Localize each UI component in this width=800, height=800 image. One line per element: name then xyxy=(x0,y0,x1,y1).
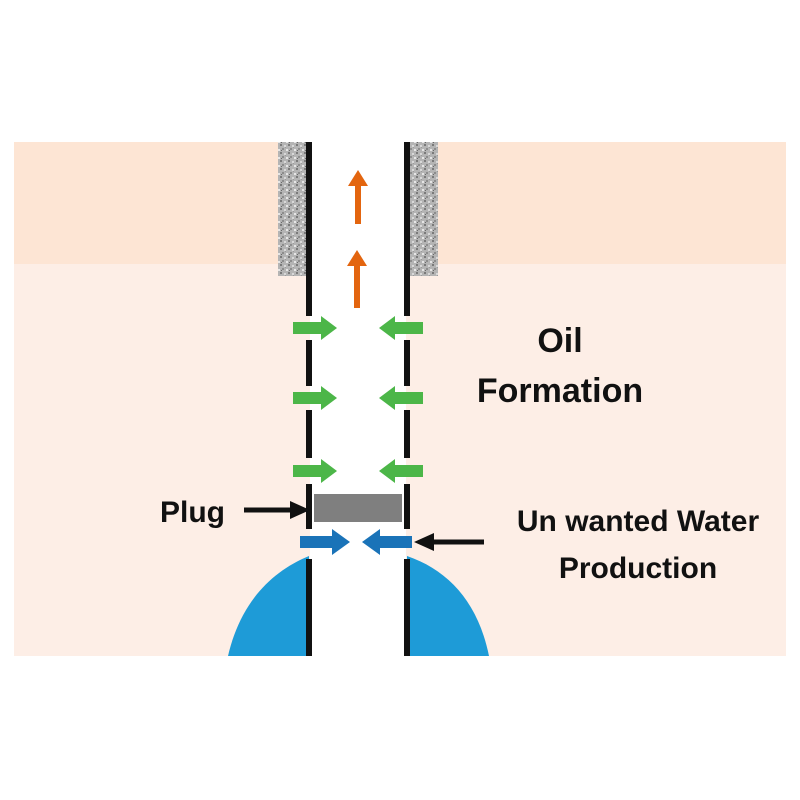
oil-inflow-arrow-icon xyxy=(379,459,423,483)
plug-label: Plug xyxy=(160,496,225,529)
plug xyxy=(314,494,402,522)
cement-right xyxy=(408,142,438,276)
oil-inflow-arrow-icon xyxy=(293,316,337,340)
plug-pointer-arrow-icon xyxy=(244,501,310,519)
oil-inflow-arrow-icon xyxy=(379,316,423,340)
oil-flow-up-arrow-icon xyxy=(348,170,368,224)
water-zone-left xyxy=(228,556,309,656)
water-pointer-arrow-icon xyxy=(414,533,484,551)
cement-left xyxy=(278,142,308,276)
oil-inflow-arrow-icon xyxy=(293,386,337,410)
oil-flow-up-arrow-icon xyxy=(347,250,367,308)
oil-formation-label-line1: Oil xyxy=(537,322,582,360)
oil-formation-label-line2: Formation xyxy=(477,372,643,410)
oil-inflow-arrow-icon xyxy=(379,386,423,410)
water-inflow-arrow-icon xyxy=(362,529,412,555)
water-inflow-arrow-icon xyxy=(300,529,350,555)
water-production-label-line2: Production xyxy=(559,552,717,585)
oil-inflow-arrow-icon xyxy=(293,459,337,483)
water-zone-right xyxy=(407,556,489,656)
water-production-label-line1: Un wanted Water xyxy=(517,505,760,538)
